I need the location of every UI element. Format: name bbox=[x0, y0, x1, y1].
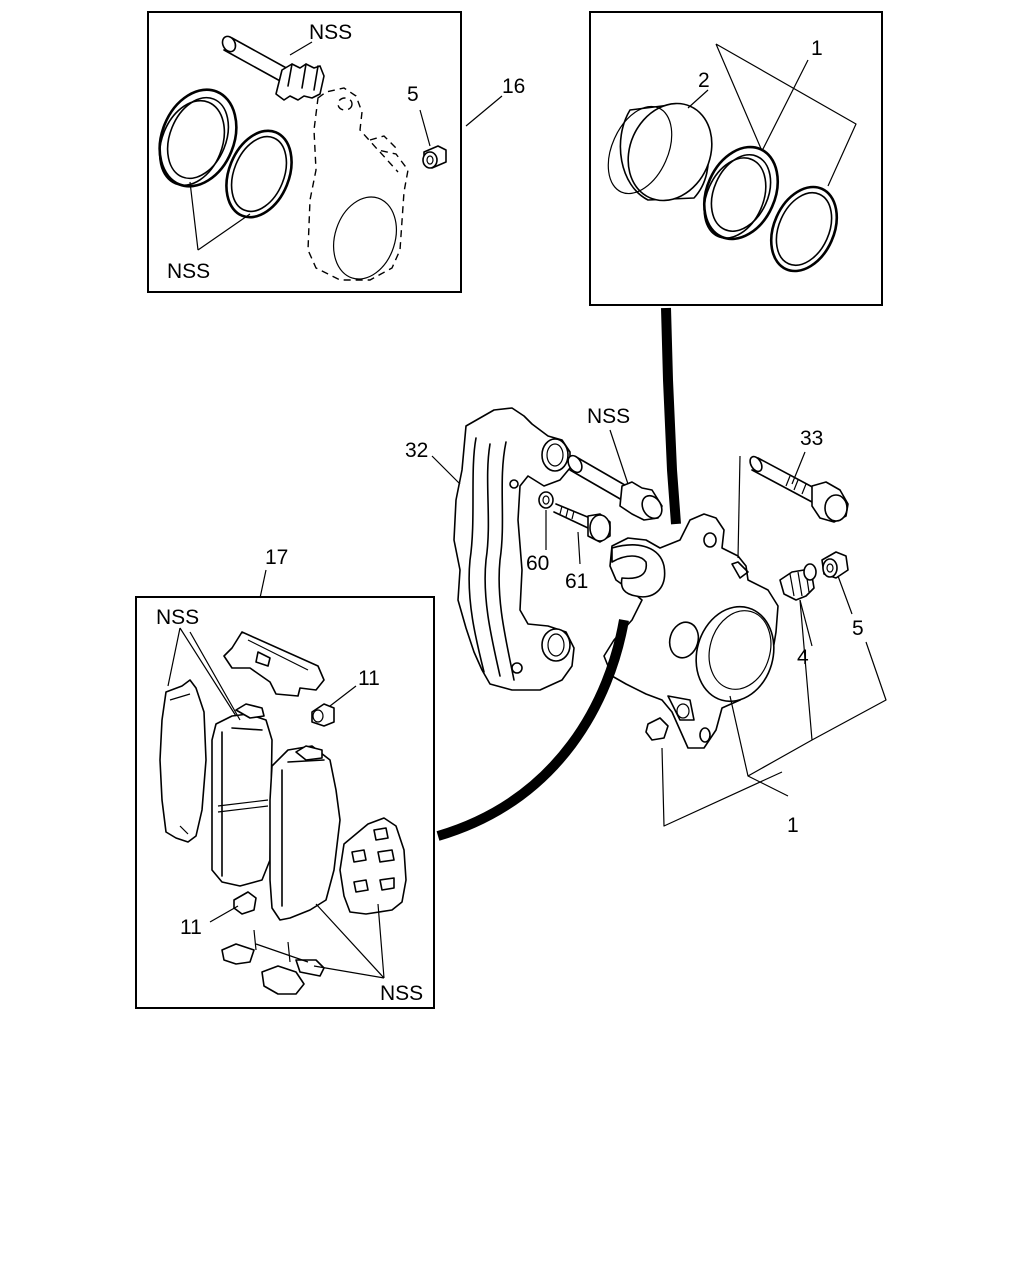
inset-caliper-kit-16: NSS NSS 5 16 bbox=[147, 11, 525, 293]
piston-seal-ring bbox=[225, 129, 293, 219]
label-bolt-main: 33 bbox=[800, 427, 823, 450]
inset-piston-seal-kit: 2 1 bbox=[589, 11, 883, 306]
label-caliper-kit-16: 16 bbox=[502, 75, 525, 98]
dust-boot-ring bbox=[158, 88, 238, 188]
piston-part bbox=[607, 102, 713, 202]
leader-assembly-1-lower bbox=[661, 747, 783, 827]
label-bracket: 32 bbox=[405, 439, 428, 462]
bleeder-cap-part bbox=[821, 551, 849, 579]
label-bleeder-cap: 5 bbox=[852, 617, 864, 640]
dust-seal-part bbox=[769, 185, 839, 273]
label-piston: 2 bbox=[698, 69, 710, 92]
label-nss-top-pin: NSS bbox=[309, 21, 352, 44]
connector-line-seal-kit bbox=[661, 307, 681, 525]
leader-nss-main-pin bbox=[609, 429, 629, 485]
label-bushing-top: 5 bbox=[407, 83, 419, 106]
leader-bleeder-cap-5 bbox=[837, 575, 853, 615]
small-bolt-part bbox=[553, 503, 611, 543]
leader-seal-kit-1 bbox=[715, 43, 857, 187]
mounting-bracket bbox=[453, 407, 575, 691]
leader-piston bbox=[687, 89, 709, 109]
leader-pad-kit-17 bbox=[259, 569, 267, 599]
leader-nss-pin bbox=[289, 41, 313, 56]
inset-frame-piston bbox=[589, 11, 883, 306]
leader-clip-lower bbox=[209, 905, 239, 923]
caliper-body bbox=[603, 513, 779, 749]
inset-frame-17 bbox=[135, 596, 435, 1009]
piston-seal-part bbox=[703, 145, 779, 241]
label-bleeder: 4 bbox=[797, 646, 809, 669]
inner-brake-pad bbox=[211, 703, 273, 887]
outer-brake-pad bbox=[269, 745, 341, 921]
label-washer: 60 bbox=[526, 552, 549, 575]
guide-pin-part bbox=[221, 35, 325, 101]
leader-clip-upper bbox=[329, 685, 357, 707]
label-small-bolt: 61 bbox=[565, 570, 588, 593]
pad-clip-lower bbox=[233, 891, 257, 915]
label-pad-kit: 17 bbox=[265, 546, 288, 569]
label-caliper-assembly: 1 bbox=[787, 814, 799, 837]
leader-nss-pad-shims bbox=[167, 627, 241, 721]
label-clip-upper: 11 bbox=[358, 667, 380, 690]
label-nss-top-seals: NSS bbox=[167, 260, 210, 283]
inset-frame-16 bbox=[147, 11, 462, 293]
bleeder-screw-part bbox=[779, 563, 817, 601]
washer-part bbox=[538, 491, 554, 509]
outer-shim-plate bbox=[159, 679, 207, 843]
upper-shim-part bbox=[223, 631, 325, 697]
leader-bolt-33 bbox=[791, 451, 806, 485]
lower-shim-part bbox=[221, 929, 325, 995]
anti-squeal-shim bbox=[339, 817, 407, 915]
leader-small-bolt bbox=[577, 531, 581, 565]
leader-nss-seals bbox=[189, 181, 251, 251]
label-clip-lower: 11 bbox=[180, 916, 202, 939]
leader-nss-pad-lower bbox=[313, 903, 385, 979]
bushing-part bbox=[422, 145, 447, 169]
label-piston-seal-kit: 1 bbox=[811, 37, 823, 60]
main-guide-pin-part bbox=[567, 454, 663, 521]
label-nss-pad-shims: NSS bbox=[156, 606, 199, 629]
leader-bolt-33-body bbox=[737, 455, 741, 559]
leader-bushing bbox=[419, 109, 431, 147]
caliper-body-outline bbox=[307, 87, 409, 281]
connector-line-pad-kit bbox=[436, 619, 629, 841]
pad-clip-upper bbox=[311, 703, 335, 727]
leader-bracket bbox=[431, 455, 461, 485]
label-nss-main-pin: NSS bbox=[587, 405, 630, 428]
leader-kit-16 bbox=[465, 95, 503, 127]
inset-pad-kit-17: 17 NSS 11 11 NSS bbox=[135, 546, 435, 1009]
leader-bleeder-4 bbox=[799, 599, 813, 647]
leader-assembly-1-upper bbox=[729, 599, 887, 797]
label-nss-pad-lower: NSS bbox=[380, 982, 423, 1005]
main-bolt-part bbox=[749, 455, 849, 523]
